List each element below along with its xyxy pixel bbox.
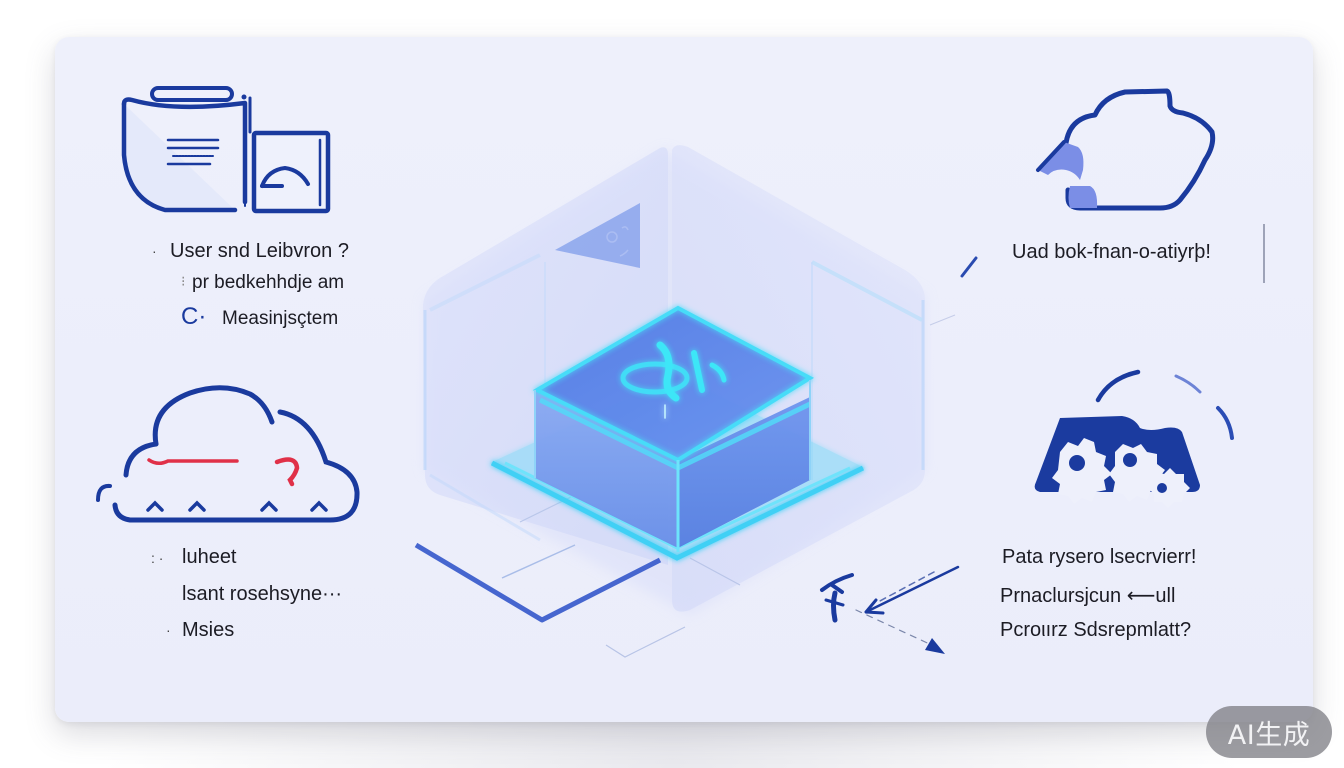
cloud-sync-icon <box>96 385 360 523</box>
bullet-marker: · <box>152 243 157 259</box>
bullet-marker: : · <box>151 550 164 566</box>
top-right-line-1: Uad bok-fnan-o-atiyrþ! <box>1012 241 1211 263</box>
bottom-right-line-3: Pcroιırz Sdsrepmlatt? <box>1000 619 1192 641</box>
gears-cloud-icon <box>1034 369 1234 508</box>
top-left-line-2: pr bedkehhdje am <box>192 272 345 293</box>
bullet-marker: ⁝ <box>181 273 186 289</box>
bottom-left-line-3: Msies <box>182 619 235 641</box>
hologram-symbol-icon <box>620 341 727 419</box>
bottom-left-line-1: luheet <box>182 546 237 568</box>
slash-mark-icon <box>960 256 978 278</box>
data-cube <box>490 305 865 561</box>
floor-lines <box>414 314 956 658</box>
top-left-line-3: Measinjsçtem <box>222 308 339 329</box>
triangle-emblem-icon <box>555 203 640 268</box>
bottom-left-line-2: lsant rosehsyne··· <box>182 583 343 605</box>
top-left-line-1: User snd Leibvron ? <box>170 240 349 262</box>
c-glyph-icon: C· <box>181 303 207 330</box>
bottom-right-line-1: Pata rysero lsecrvierr! <box>1002 546 1197 568</box>
document-with-image-icon <box>121 86 331 214</box>
arrows-annotation <box>820 565 960 654</box>
ai-generated-badge: AI生成 <box>1206 706 1332 758</box>
bottom-right-line-2: Prnaclursjcun ⟵ull <box>1000 585 1176 607</box>
bullet-marker: · <box>166 622 171 638</box>
cloud-outline-icon <box>1036 88 1216 211</box>
